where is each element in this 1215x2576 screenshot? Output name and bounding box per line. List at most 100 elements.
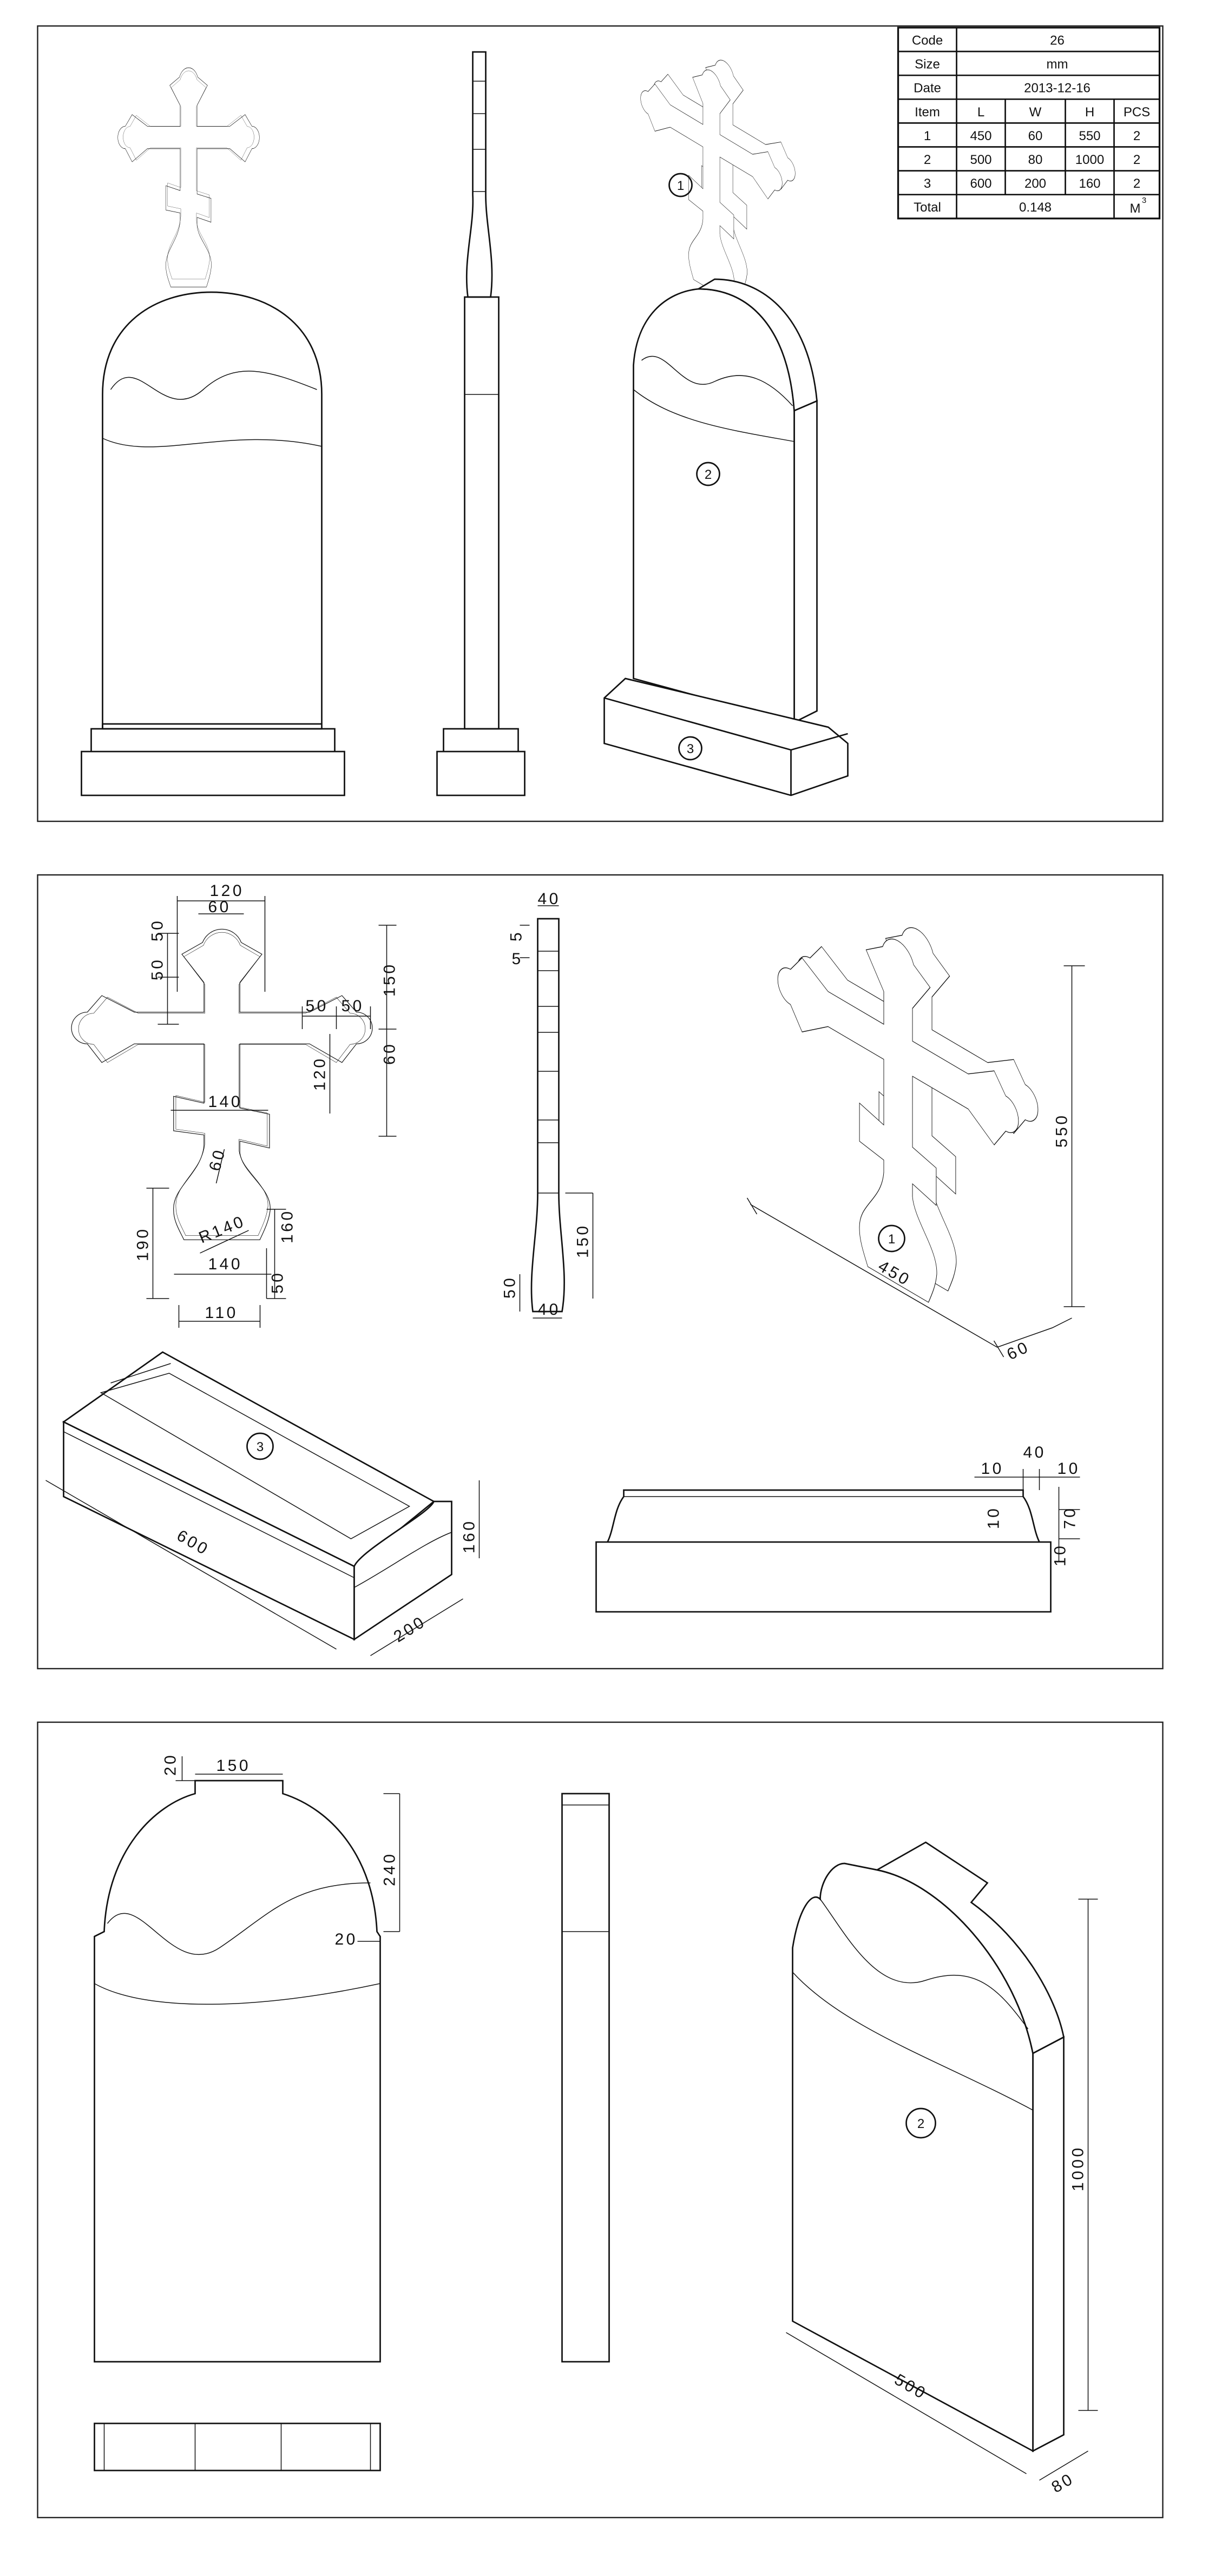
- table-row: 2 500 80 1000 2: [924, 153, 1140, 167]
- base-iso-step: [100, 1363, 411, 1539]
- iso-stele-wave-lower: [633, 389, 794, 442]
- iso-base: [603, 677, 849, 796]
- panel-parts-frame: [37, 874, 1164, 1670]
- cell: 80: [1028, 153, 1043, 167]
- stele-iso-top: [875, 1841, 1065, 2055]
- dim-profile-f: 10: [1052, 1544, 1069, 1566]
- stele-side-outline: [561, 1793, 610, 2363]
- dim-vase-width: 140: [208, 1255, 243, 1273]
- table-row: 3 600 200 160 2: [924, 176, 1140, 191]
- base-iso-detail: 3 600 200 160: [45, 1351, 480, 1656]
- dim-bar-width: 140: [208, 1093, 243, 1111]
- base-iso-moulding: [63, 1431, 452, 1588]
- dim-stele-shoulder: 20: [162, 1753, 180, 1776]
- cell: 2: [1133, 129, 1140, 143]
- cross-side: [465, 51, 493, 298]
- stele-front-wave-lower: [94, 1983, 380, 2005]
- dim-side-bottom: 40: [538, 1301, 561, 1319]
- code-label: Code: [912, 34, 943, 48]
- dim-top-width: 120: [210, 882, 245, 900]
- balloon-base-circle: [246, 1432, 274, 1460]
- header-h: H: [1085, 105, 1094, 120]
- dim-base-width: 200: [391, 1612, 429, 1646]
- plinth-front: [90, 723, 336, 752]
- dim-stele-height: 1000: [1069, 2145, 1087, 2191]
- dim-stele-arch-h: 240: [381, 1852, 399, 1886]
- dim-side-top: 40: [538, 890, 561, 908]
- panel-stele-frame: [37, 1721, 1164, 2519]
- total-unit-exponent: 3: [1142, 196, 1146, 205]
- iso-stele-wave: [641, 355, 793, 406]
- size-label: Size: [915, 57, 940, 72]
- dim-base-height: 160: [461, 1519, 478, 1553]
- cross-side-steps: [472, 81, 486, 192]
- balloon-base-label: 3: [257, 1440, 264, 1454]
- cross-front-inner: [123, 70, 254, 280]
- stele-front-wave: [107, 1882, 371, 1955]
- dim-stele-top: 150: [216, 1757, 251, 1775]
- stele-side: [464, 296, 500, 730]
- balloon-cross-label: 1: [677, 179, 684, 193]
- dim-side-step2: 5: [512, 950, 523, 968]
- cross-front: [117, 67, 260, 287]
- balloon-stele-label: 2: [705, 467, 712, 482]
- iso-view-assembly: 1 2 3: [603, 18, 849, 796]
- cell: 600: [970, 176, 991, 191]
- dim-vase-bottom-h: 50: [269, 1271, 287, 1294]
- base-iso-side: [353, 1500, 452, 1641]
- dim-profile-b: 40: [1023, 1444, 1046, 1461]
- dim-side-bottom-h: 50: [501, 1276, 519, 1299]
- stele-front-detail: 20 150 240 20: [94, 1753, 400, 2363]
- base-profile-detail: 10 40 10 10 70 10: [595, 1444, 1080, 1613]
- header-w: W: [1029, 105, 1042, 120]
- dim-vase-h: 190: [134, 1227, 152, 1261]
- base-profile-body: [595, 1541, 1052, 1613]
- dim-bar-slant: 60: [206, 1146, 229, 1172]
- date-value: 2013-12-16: [1024, 81, 1091, 96]
- header-pcs: PCS: [1124, 105, 1150, 120]
- balloon-cross-circle: [878, 1224, 905, 1253]
- stele-front: [102, 291, 323, 730]
- cell: 450: [970, 129, 991, 143]
- dim-arm-upper: 150: [381, 962, 399, 997]
- dim-arm-end-h: 120: [311, 1056, 329, 1091]
- cross-iso-detail: 1 550 450 60: [746, 858, 1085, 1364]
- balloon-stele-circle: [696, 462, 720, 486]
- cell: 2: [1133, 153, 1140, 167]
- balloon-stele-circle: [905, 2107, 936, 2139]
- stele-iso-wave-lower: [792, 1972, 1033, 2111]
- balloon-cross-circle: [668, 173, 693, 197]
- dim-top-h1: 50: [149, 958, 167, 980]
- stele-iso-wave: [819, 1899, 1029, 2030]
- base-front: [81, 750, 345, 796]
- date-label: Date: [914, 81, 941, 96]
- iso-stele-front: [633, 288, 795, 723]
- spec-table: Code 26 Size mm Date 2013-12-16 Item L W…: [897, 27, 1161, 220]
- plinth-side: [443, 728, 519, 752]
- stele-top-view: [94, 2422, 381, 2472]
- header-l: L: [977, 105, 984, 120]
- dim-profile-e: 70: [1061, 1506, 1079, 1529]
- dim-profile-a: 10: [981, 1460, 1004, 1478]
- stele-iso-detail: 2 1000 500 80: [786, 1841, 1098, 2496]
- stele-front-outline: [94, 1780, 381, 2363]
- dim-iso-width: 60: [1004, 1338, 1033, 1364]
- header-item: Item: [915, 105, 940, 120]
- stele-top-divisions: [103, 2423, 371, 2470]
- cross-side-outline: [530, 918, 565, 1313]
- dim-bottom-width: 110: [205, 1304, 238, 1322]
- base-side: [436, 750, 526, 796]
- dim-vase-h2: 160: [279, 1209, 297, 1243]
- balloon-base-circle: [678, 736, 702, 761]
- iso-stele-top: [695, 278, 818, 412]
- total-value: 0.148: [1019, 200, 1052, 215]
- cross-side-detail: 40 5 5 150 50 40: [501, 890, 594, 1319]
- dim-arm-w1: 50: [306, 997, 329, 1015]
- size-value: mm: [1047, 57, 1068, 72]
- dim-side-step1: 5: [508, 930, 526, 941]
- cell: 2: [924, 153, 931, 167]
- table-row: 1 450 60 550 2: [924, 129, 1140, 143]
- cross-detail-view: 120 60 50 50 50 50 150 60 120 140 60 R14…: [71, 882, 399, 1328]
- cell: 1000: [1075, 153, 1104, 167]
